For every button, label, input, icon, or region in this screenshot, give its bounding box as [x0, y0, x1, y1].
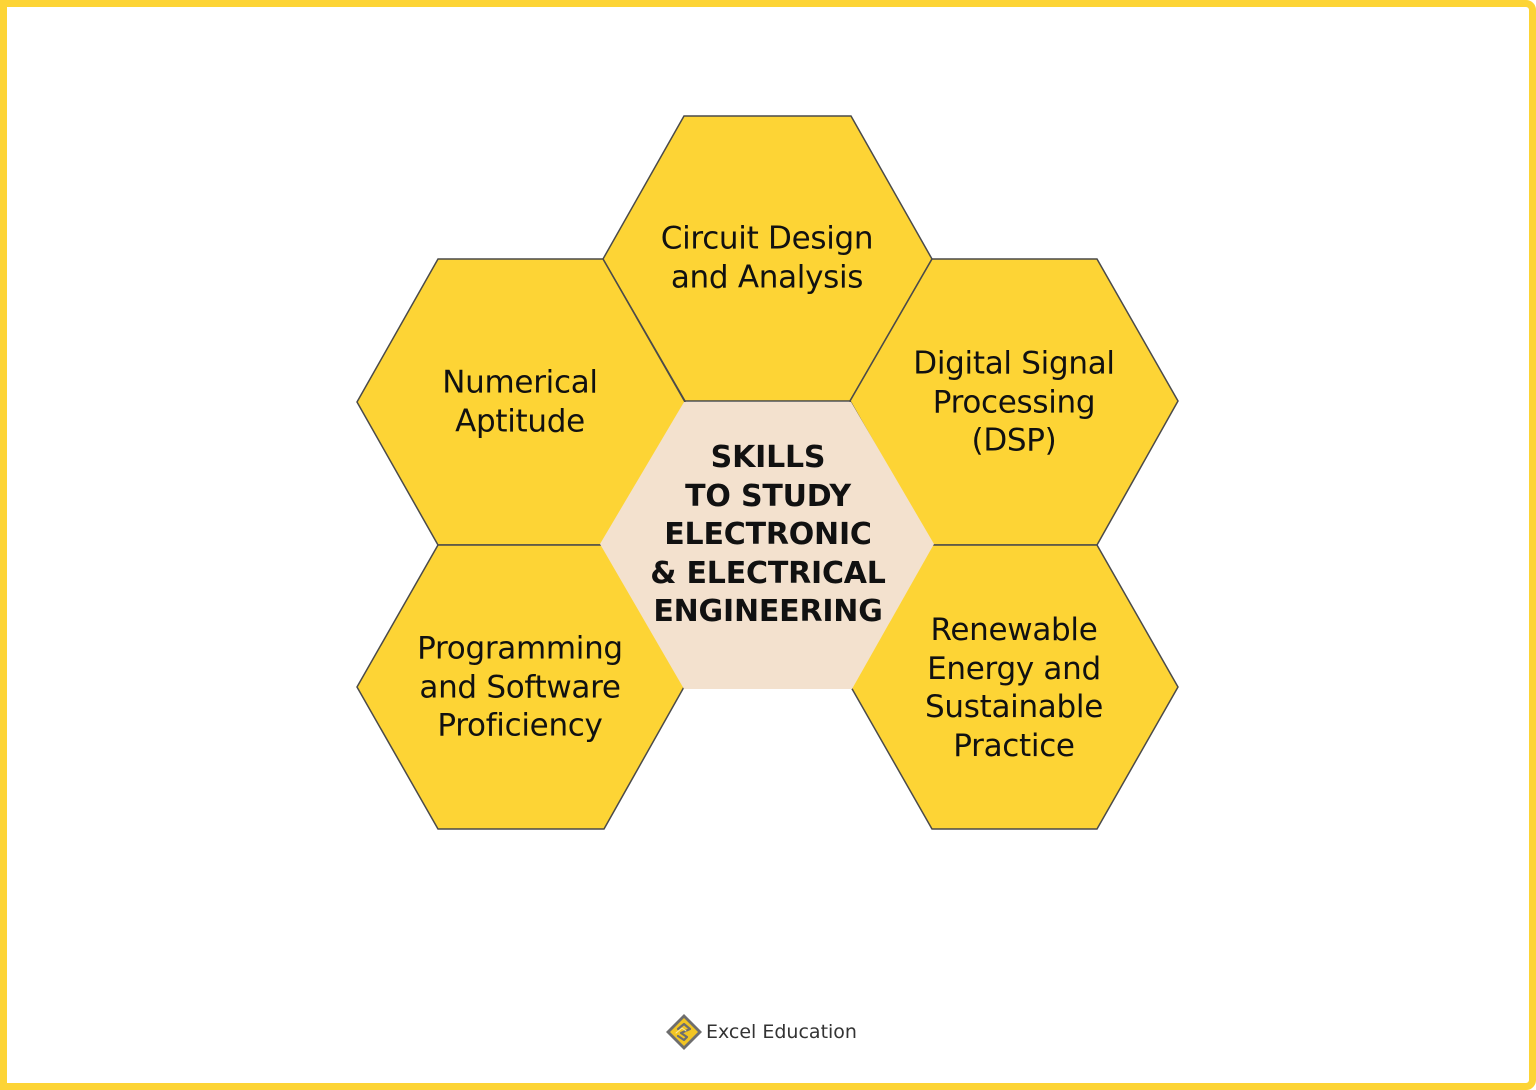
hexagon-center [600, 402, 934, 689]
hexagon-label-renewable-energy: Renewable Energy and Sustainable Practic… [925, 612, 1103, 764]
excel-education-logo-icon [666, 1014, 702, 1050]
hexagon-label-circuit-design: Circuit Design and Analysis [660, 220, 874, 296]
hexagon-label-numerical-aptitude: Numerical Aptitude [442, 364, 598, 440]
hexagon-label-center-title: SKILLS TO STUDY ELECTRONIC & ELECTRICAL … [650, 439, 886, 629]
footer-logo: Excel Education [664, 1012, 857, 1052]
logo-text: Excel Education [706, 1021, 857, 1043]
hexagon-label-programming: Programming and Software Proficiency [417, 630, 623, 744]
hexagon-label-dsp: Digital Signal Processing (DSP) [913, 345, 1115, 459]
